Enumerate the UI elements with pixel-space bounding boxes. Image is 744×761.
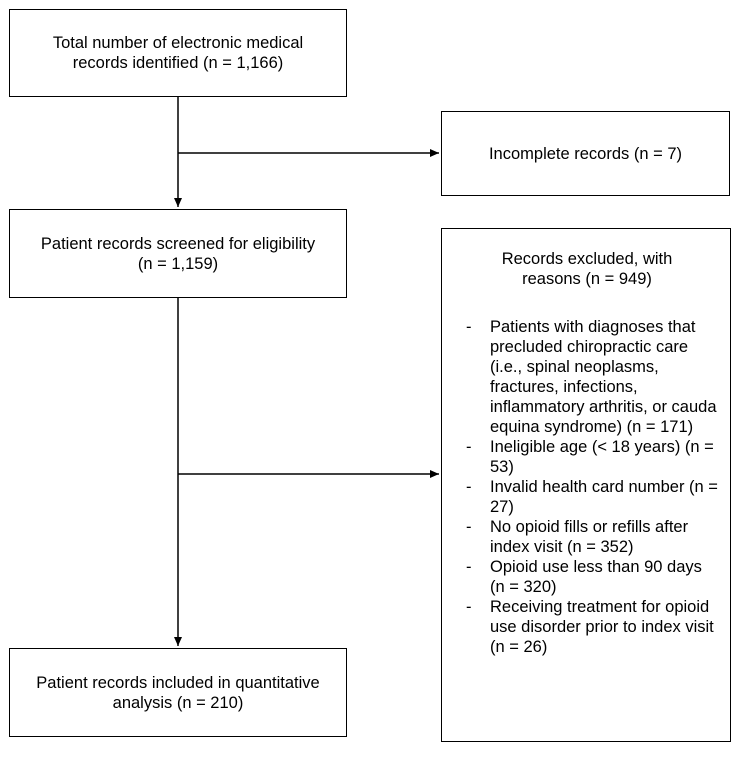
list-bullet: - bbox=[466, 558, 472, 576]
list-bullet: - bbox=[466, 318, 472, 336]
exclusion-reasons-list: -Patients with diagnoses that precluded … bbox=[466, 317, 718, 657]
incomplete-records-text: Incomplete records (n = 7) bbox=[488, 144, 683, 163]
records-screened-box: Patient records screened for eligibility… bbox=[9, 209, 347, 298]
records-identified-text: Total number of electronic medical recor… bbox=[52, 34, 304, 72]
records-screened-text: Patient records screened for eligibility… bbox=[40, 234, 316, 273]
list-bullet: - bbox=[466, 598, 472, 616]
incomplete-records-box: Incomplete records (n = 7) bbox=[441, 111, 730, 196]
exclusion-reason-text: Patients with diagnoses that precluded c… bbox=[490, 318, 717, 436]
records-excluded-heading: Records excluded, with reasons (n = 949) bbox=[501, 250, 673, 288]
exclusion-reason-text: Receiving treatment for opioid use disor… bbox=[490, 598, 714, 656]
exclusion-reason-text: Ineligible age (< 18 years) (n = 53) bbox=[490, 438, 714, 476]
exclusion-reason-item: -Ineligible age (< 18 years) (n = 53) bbox=[466, 437, 718, 477]
list-bullet: - bbox=[466, 478, 472, 496]
list-bullet: - bbox=[466, 438, 472, 456]
exclusion-reason-item: -Receiving treatment for opioid use diso… bbox=[466, 597, 718, 657]
exclusion-reason-item: -No opioid fills or refills after index … bbox=[466, 517, 718, 557]
exclusion-reason-text: No opioid fills or refills after index v… bbox=[490, 518, 689, 556]
exclusion-reason-item: -Opioid use less than 90 days (n = 320) bbox=[466, 557, 718, 597]
records-included-box: Patient records included in quantitative… bbox=[9, 648, 347, 737]
records-included-text: Patient records included in quantitative… bbox=[36, 673, 320, 712]
records-excluded-box: Records excluded, with reasons (n = 949)… bbox=[441, 228, 731, 742]
exclusion-reason-text: Opioid use less than 90 days (n = 320) bbox=[490, 558, 702, 596]
exclusion-reason-text: Invalid health card number (n = 27) bbox=[490, 478, 718, 516]
list-bullet: - bbox=[466, 518, 472, 536]
exclusion-reason-item: -Patients with diagnoses that precluded … bbox=[466, 317, 718, 437]
exclusion-reason-item: -Invalid health card number (n = 27) bbox=[466, 477, 718, 517]
records-identified-box: Total number of electronic medical recor… bbox=[9, 9, 347, 97]
